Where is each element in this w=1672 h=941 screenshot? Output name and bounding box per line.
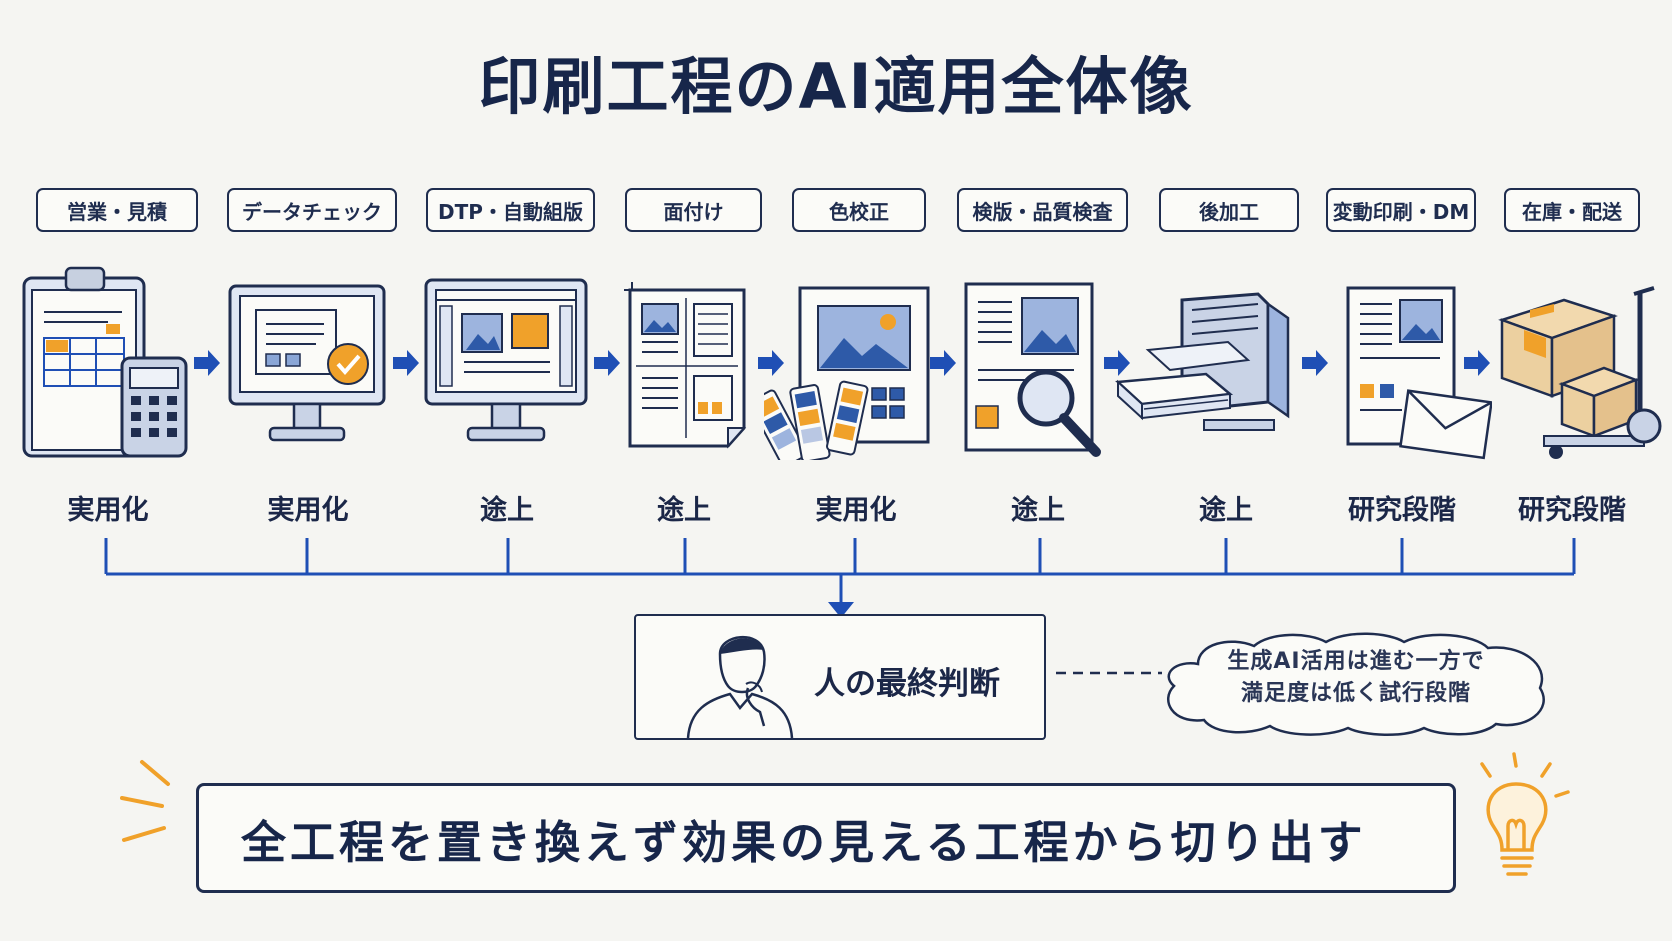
burst-lines-decoration <box>120 760 170 842</box>
note-text: 生成AI活用は進む一方で 満足度は低く試行段階 <box>1176 646 1536 710</box>
human-decision-box: 人の最終判断 <box>634 614 1046 740</box>
stage-label-inspection: 検版・品質検査 <box>957 188 1128 232</box>
stage-label-dtp: DTP・自動組版 <box>426 188 595 232</box>
conclusion-text: 全工程を置き換えず効果の見える工程から切り出す <box>241 815 1367 869</box>
arrow-right-icon <box>393 350 419 376</box>
lightbulb-icon <box>1480 752 1570 876</box>
stage-label-variable: 変動印刷・DM <box>1326 188 1476 232</box>
stage-label-imposition: 面付け <box>625 188 762 232</box>
stage-label-datacheck: データチェック <box>227 188 397 232</box>
stage-label-finishing: 後加工 <box>1159 188 1299 232</box>
arrow-right-icon <box>930 350 956 376</box>
connector-bracket <box>104 538 1576 618</box>
document-envelope-icon <box>1344 284 1492 464</box>
arrow-right-icon <box>594 350 620 376</box>
stage-label-sales: 営業・見積 <box>36 188 198 232</box>
thinking-person-icon <box>686 636 794 738</box>
note-line-1: 生成AI活用は進む一方で <box>1227 649 1485 674</box>
stage-label-delivery: 在庫・配送 <box>1504 188 1640 232</box>
page-title: 印刷工程のAI適用全体像 <box>478 50 1194 123</box>
magnifier-document-icon <box>962 280 1108 460</box>
stage-label-color: 色校正 <box>792 188 926 232</box>
stage-status-color: 実用化 <box>815 495 897 526</box>
conclusion-box: 全工程を置き換えず効果の見える工程から切り出す <box>196 783 1456 893</box>
color-swatch-icon <box>764 284 934 460</box>
stage-status-variable: 研究段階 <box>1348 495 1456 526</box>
arrow-right-icon <box>1464 350 1490 376</box>
stage-status-dtp: 途上 <box>480 495 534 526</box>
clipboard-calculator-icon <box>18 262 190 462</box>
monitor-check-icon <box>226 282 388 452</box>
printer-machine-icon <box>1108 290 1292 450</box>
stage-status-imposition: 途上 <box>657 495 711 526</box>
stage-status-delivery: 研究段階 <box>1518 495 1626 526</box>
human-decision-label: 人の最終判断 <box>814 666 1000 702</box>
arrow-right-icon <box>758 350 784 376</box>
note-line-2: 満足度は低く試行段階 <box>1240 681 1471 706</box>
dashed-connector <box>1056 671 1162 675</box>
imposition-sheet-icon <box>622 280 750 452</box>
stage-status-inspection: 途上 <box>1011 495 1065 526</box>
note-cloud <box>1167 632 1545 736</box>
stage-status-sales: 実用化 <box>67 495 149 526</box>
arrow-right-icon <box>1104 350 1130 376</box>
boxes-cart-icon <box>1494 286 1664 462</box>
stage-status-finishing: 途上 <box>1199 495 1253 526</box>
arrow-right-icon <box>1302 350 1328 376</box>
dtp-monitor-icon <box>422 276 590 452</box>
arrow-right-icon <box>194 350 220 376</box>
stage-status-datacheck: 実用化 <box>267 495 349 526</box>
